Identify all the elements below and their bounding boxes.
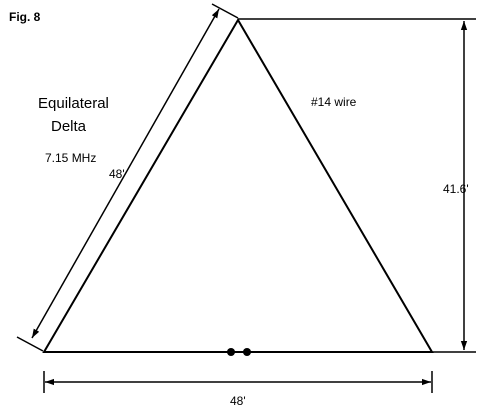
delta-loop-triangle: [42, 18, 434, 353]
height-label: 41.6': [443, 182, 469, 196]
side-dimension-arrow: [31, 8, 220, 339]
figure-label: Fig. 8: [9, 10, 41, 24]
feedpoint-dot-left: [227, 348, 235, 356]
wire-gauge-label: #14 wire: [311, 95, 357, 109]
side-length-label: 48': [109, 167, 125, 181]
side-dimension-tick-top: [211, 3, 239, 19]
base-length-label: 48': [230, 394, 246, 408]
side-dimension-tick-bottom: [16, 336, 44, 352]
antenna-title-line1: Equilateral: [38, 95, 109, 112]
antenna-title-line2: Delta: [51, 118, 87, 135]
feedpoint-dot-right: [243, 348, 251, 356]
frequency-label: 7.15 MHz: [45, 151, 97, 165]
